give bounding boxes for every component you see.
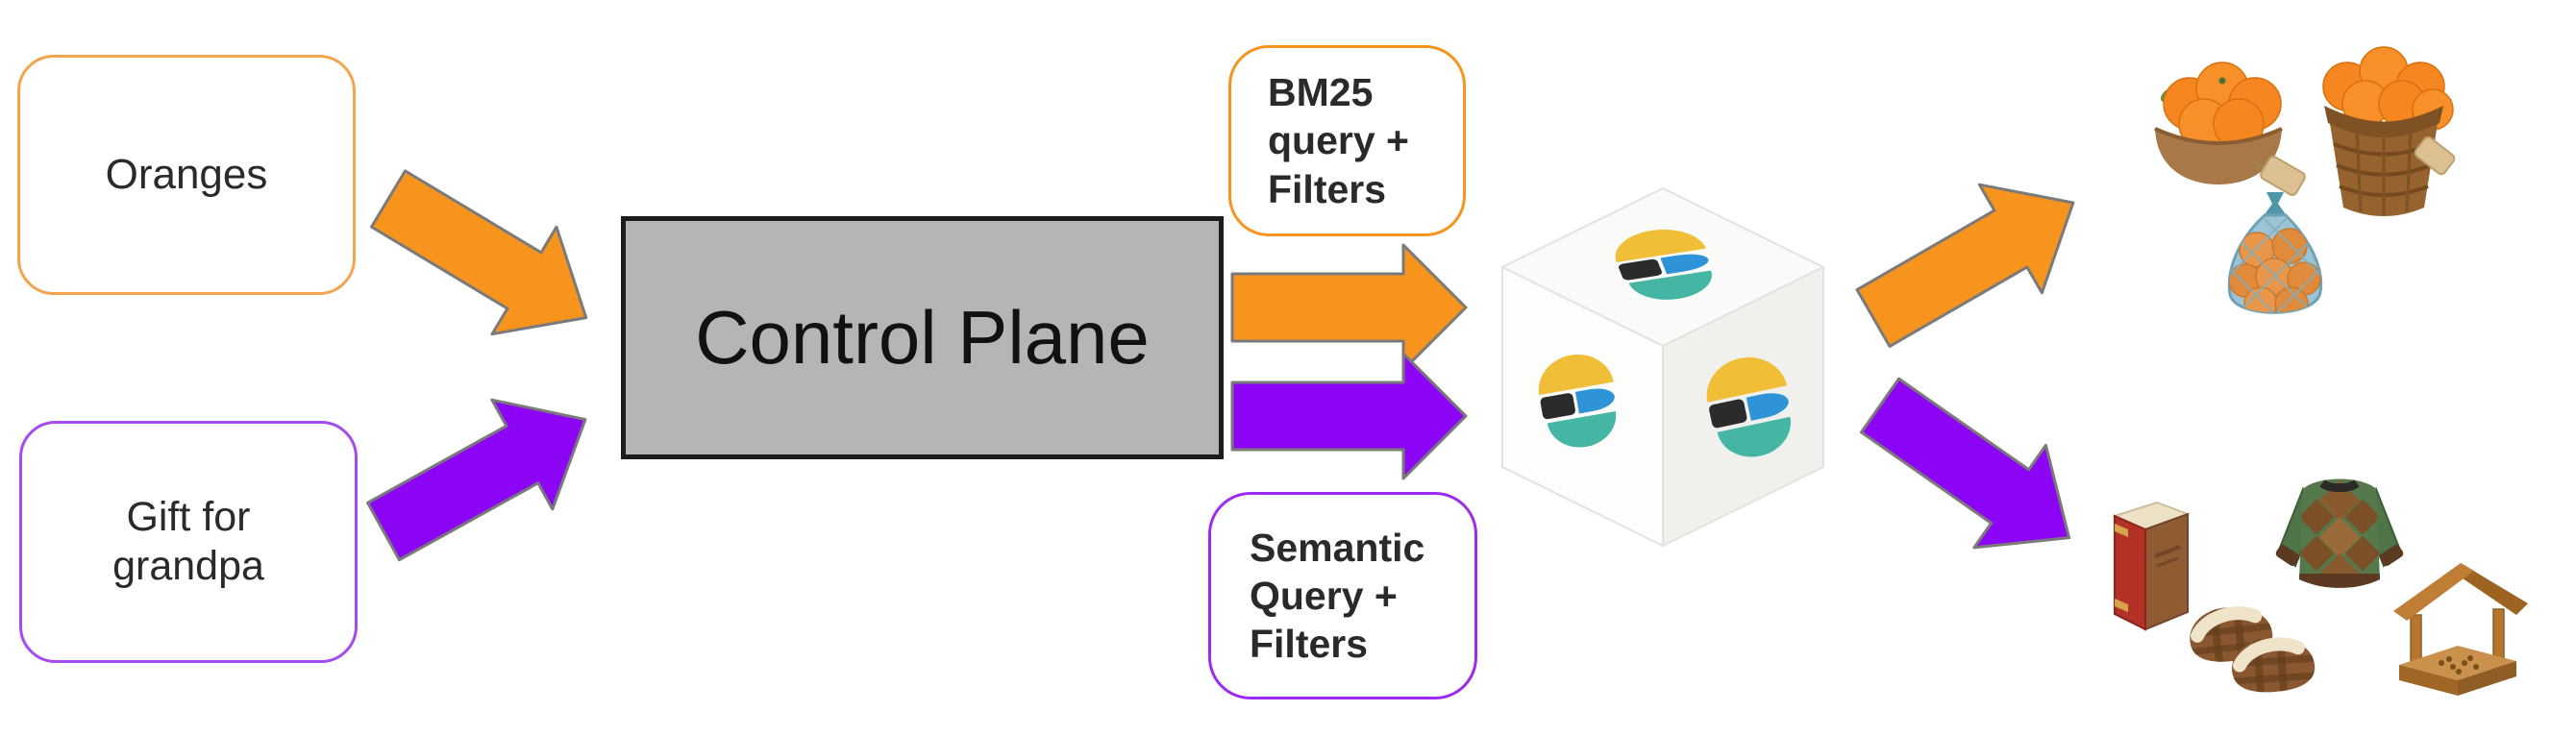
semantic-line-1: Semantic: [1250, 525, 1425, 570]
arrow-oranges-to-control-plane: [369, 169, 588, 336]
semantic-query-label: Semantic Query + Filters: [1250, 524, 1424, 668]
semantic-query-box: Semantic Query + Filters: [1208, 492, 1477, 699]
bm25-line-1: BM25: [1268, 70, 1374, 115]
bird-feeder-icon: [2393, 563, 2528, 696]
oranges-query-label: Oranges: [105, 151, 268, 198]
input-box-oranges: Oranges: [17, 55, 356, 295]
semantic-line-3: Filters: [1250, 622, 1369, 666]
arrow-semantic-to-elasticsearch: [1230, 352, 1468, 480]
arrow-gift-to-control-plane: [366, 398, 587, 562]
arrow-elasticsearch-to-gift-results: [1859, 377, 2071, 550]
plaid-slippers-icon: [2187, 602, 2316, 696]
arrow-bm25-to-elasticsearch: [1230, 243, 1468, 372]
bm25-query-box: BM25 query + Filters: [1228, 45, 1466, 236]
argyle-sweater-icon: [2275, 478, 2404, 588]
bm25-line-3: Filters: [1268, 166, 1387, 211]
bowl-of-oranges-icon: [2154, 61, 2306, 196]
control-plane-box: Control Plane: [621, 216, 1224, 459]
gift-query-label: Gift for grandpa: [112, 493, 264, 590]
arrow-elasticsearch-to-oranges-results: [1855, 183, 2075, 348]
bm25-query-label: BM25 query + Filters: [1268, 68, 1409, 212]
gift-query-line-1: Gift for: [126, 494, 251, 541]
semantic-line-2: Query +: [1250, 573, 1398, 618]
basket-of-oranges-icon: [2322, 46, 2456, 216]
elasticsearch-cube-icon: [1499, 186, 1826, 548]
bag-of-oranges-icon: [2227, 192, 2323, 314]
bm25-line-2: query +: [1268, 118, 1409, 163]
control-plane-label: Control Plane: [695, 295, 1150, 380]
red-book-icon: [2112, 501, 2191, 631]
input-box-gift: Gift for grandpa: [19, 421, 358, 663]
gift-query-line-2: grandpa: [112, 543, 264, 589]
